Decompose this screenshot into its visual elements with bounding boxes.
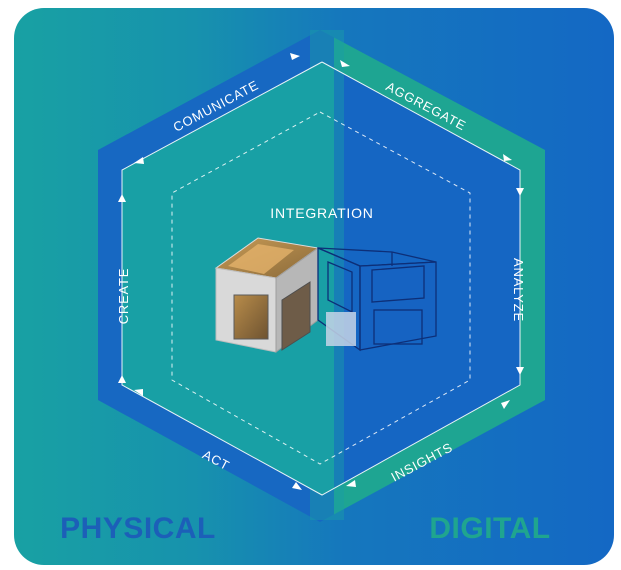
arrow-icon: [346, 480, 356, 487]
arrow-icon: [290, 53, 300, 60]
integration-hexagon: [171, 111, 471, 465]
arrow-icon: [118, 194, 126, 202]
arrow-icon: [516, 188, 524, 196]
diagram-card: COMUNICATE AGGREGATE ANALYZE INSIGHTS AC…: [14, 8, 614, 565]
integration-label: INTEGRATION: [270, 205, 373, 221]
arrow-icon: [292, 482, 302, 490]
cycle-arrows: [118, 53, 524, 490]
arrow-icon: [118, 375, 126, 383]
arrow-icon: [503, 154, 512, 161]
arrow-icon: [340, 60, 350, 67]
building-block-icon: [214, 237, 437, 354]
cycle-diagram: COMUNICATE AGGREGATE ANALYZE INSIGHTS AC…: [60, 30, 550, 545]
arrow-icon: [501, 400, 510, 409]
arrow-icon: [134, 389, 143, 396]
outer-hexagon-digital: [334, 37, 545, 515]
cycle-path: [121, 61, 521, 496]
arrow-icon: [516, 367, 524, 375]
arrow-icon: [134, 157, 144, 164]
digital-title: DIGITAL: [429, 512, 550, 545]
label-analyze: ANALYZE: [511, 258, 526, 322]
physical-title: PHYSICAL: [60, 512, 216, 545]
label-create: CREATE: [116, 268, 131, 325]
